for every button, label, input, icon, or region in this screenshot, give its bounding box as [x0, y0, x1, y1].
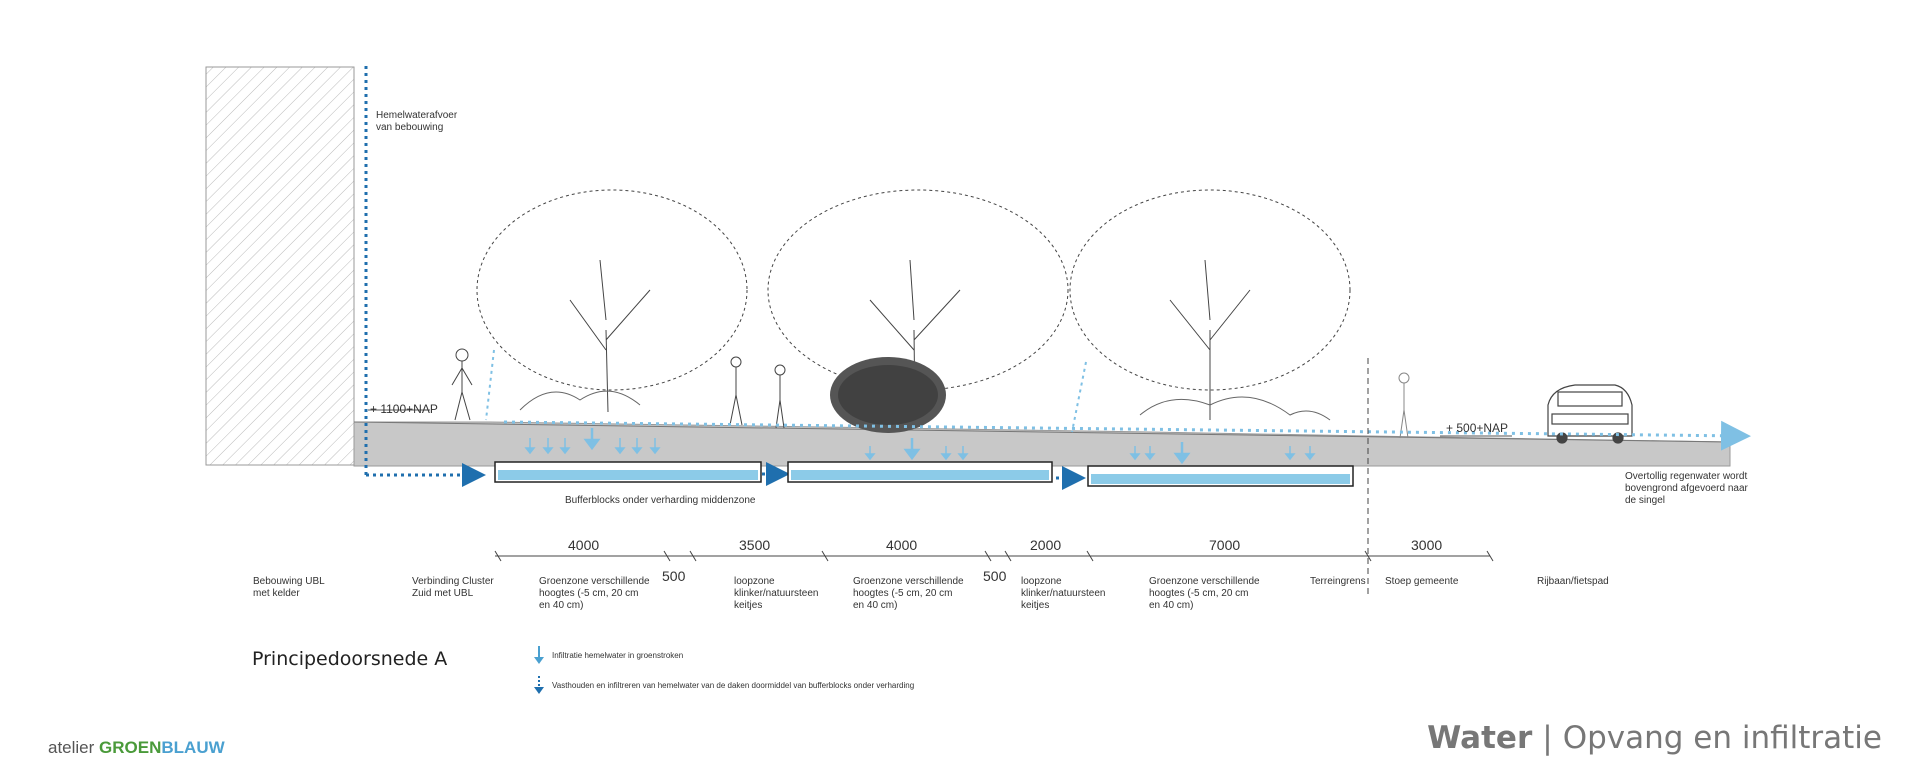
- infiltration-arrow-icon: [534, 646, 544, 664]
- buffer-blocks-label: Bufferblocks onder verharding middenzone: [565, 495, 756, 506]
- tree-runoff-1: [485, 349, 495, 421]
- nap-low-label: + 500+NAP: [1446, 421, 1508, 435]
- zone-green-3: Groenzone verschillende hoogtes (-5 cm, …: [1149, 576, 1260, 611]
- infiltration-arrows: [524, 438, 1316, 461]
- heading-separator: |: [1542, 720, 1553, 756]
- overflow-line-2: bovengrond afgevoerd naar: [1625, 483, 1749, 494]
- brand-logo: atelier GROENBLAUW: [48, 738, 225, 758]
- zone-green-2: Groenzone verschillende hoogtes (-5 cm, …: [853, 576, 964, 611]
- brand-green: GROEN: [99, 738, 162, 757]
- buffer-block-3: [1087, 465, 1354, 487]
- legend-infiltration-text: Infiltratie hemelwater in groenstroken: [552, 650, 684, 660]
- tree-1: [476, 189, 748, 413]
- zone-connection: Verbinding Cluster Zuid met UBL: [412, 576, 494, 599]
- brand-blue: BLAUW: [161, 738, 225, 757]
- buffer-arrow-icon: [534, 676, 544, 694]
- brand-prefix: atelier: [48, 738, 95, 757]
- dim-3500: 3500: [739, 537, 770, 553]
- zone-walk-2: loopzone klinker/natuursteen keitjes: [1021, 576, 1106, 611]
- surface-line: [353, 421, 1731, 443]
- dim-4000-a: 4000: [568, 537, 599, 553]
- buffer-block-1: [494, 461, 762, 483]
- legend-buffer-text: Vasthouden en infiltreren van hemelwater…: [552, 680, 915, 690]
- pedestrian-left: [451, 348, 473, 421]
- main-infiltration-arrows: [583, 428, 1191, 465]
- heading-strong: Water: [1427, 720, 1533, 756]
- diagram-title: Principedoorsnede A: [252, 648, 448, 670]
- zone-property-boundary: Terreingrens: [1310, 576, 1366, 587]
- dim-2000: 2000: [1030, 537, 1061, 553]
- shrubs: [519, 390, 1331, 421]
- roof-drain-line-2: van bebouwing: [376, 122, 443, 133]
- zone-sidewalk: Stoep gemeente: [1385, 576, 1459, 587]
- dim-500-a: 500: [662, 568, 686, 584]
- building-hatch: [205, 66, 355, 466]
- legend-buffer: Vasthouden en infiltreren van hemelwater…: [532, 675, 914, 695]
- overflow-line-1: Overtollig regenwater wordt: [1625, 471, 1747, 482]
- buffer-block-2: [787, 461, 1053, 483]
- zone-green-1: Groenzone verschillende hoogtes (-5 cm, …: [539, 576, 650, 611]
- nap-low-marker: + 500+NAP: [1440, 421, 1512, 437]
- tree-3: [1069, 189, 1351, 420]
- tree-runoff-2: [1071, 361, 1087, 433]
- pedestrian-right: [1398, 372, 1410, 439]
- page-heading: Water|Opvang en infiltratie: [1427, 720, 1882, 756]
- zone-road: Rijbaan/fietspad: [1537, 576, 1609, 587]
- legend-infiltration: Infiltratie hemelwater in groenstroken: [532, 645, 683, 665]
- car: [1547, 384, 1633, 444]
- zone-building: Bebouwing UBL met kelder: [253, 576, 325, 599]
- overflow-line-3: de singel: [1625, 495, 1665, 506]
- zone-walk-1: loopzone klinker/natuursteen keitjes: [734, 576, 819, 611]
- dim-4000-b: 4000: [886, 537, 917, 553]
- shrub-dark: [830, 357, 946, 433]
- roof-drain-label: Hemelwaterafvoer van bebouwing: [376, 110, 460, 133]
- nap-high-marker: + 1100+NAP: [368, 402, 438, 416]
- dim-500-b: 500: [983, 568, 1007, 584]
- surface-flow-line: [503, 420, 1751, 451]
- heading-rest: Opvang en infiltratie: [1562, 720, 1882, 756]
- dim-3000: 3000: [1411, 537, 1442, 553]
- roof-drain-line-1: Hemelwaterafvoer: [376, 110, 458, 121]
- dimension-ticks: [494, 550, 1494, 562]
- dim-7000: 7000: [1209, 537, 1240, 553]
- overflow-label: Overtollig regenwater wordt bovengrond a…: [1625, 471, 1751, 506]
- nap-high-label: + 1100+NAP: [370, 402, 438, 416]
- pedestrians-middle: [729, 356, 786, 429]
